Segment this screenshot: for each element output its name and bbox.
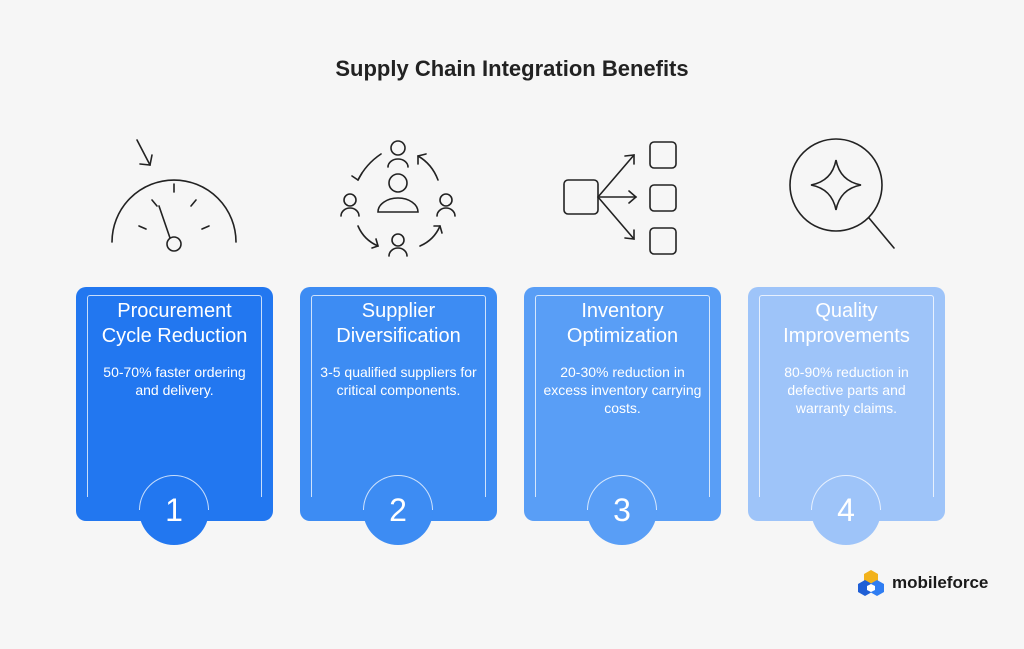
card-text: 20-30% reduction in excess inventory car… [543, 364, 702, 416]
card-heading: Inventory Optimization [566, 300, 679, 347]
benefit-card-procurement: Procurement Cycle Reduction 50-70% faste… [76, 287, 273, 545]
card-text: 50-70% faster ordering and delivery. [103, 364, 246, 398]
card-frame [535, 295, 710, 497]
card-frame [759, 295, 934, 497]
distribution-flow-icon [552, 130, 692, 260]
step-number-badge: 2 [363, 475, 433, 545]
card-heading: Supplier Diversification [336, 300, 461, 347]
card-heading: Procurement Cycle Reduction [101, 300, 248, 347]
magnifier-sparkle-icon [776, 130, 916, 260]
card-frame [311, 295, 486, 497]
supplier-network-icon [328, 130, 468, 260]
benefit-card-supplier: Supplier Diversification 3-5 qualified s… [300, 287, 497, 545]
card-frame [87, 295, 262, 497]
benefit-card-quality: Quality Improvements 80-90% reduction in… [748, 287, 945, 545]
brand-name: mobileforce [892, 573, 989, 592]
step-number-badge: 3 [587, 475, 657, 545]
card-text: 3-5 qualified suppliers for critical com… [320, 364, 477, 398]
mobileforce-logo-icon [858, 570, 884, 596]
speedometer-icon [104, 130, 244, 260]
card-heading: Quality Improvements [783, 300, 910, 347]
page-title: Supply Chain Integration Benefits [335, 56, 689, 81]
benefit-card-inventory: Inventory Optimization 20-30% reduction … [524, 287, 721, 545]
brand-logo: mobileforce [856, 568, 988, 598]
step-number-badge: 1 [139, 475, 209, 545]
step-number-badge: 4 [811, 475, 881, 545]
card-text: 80-90% reduction in defective parts and … [784, 364, 909, 416]
